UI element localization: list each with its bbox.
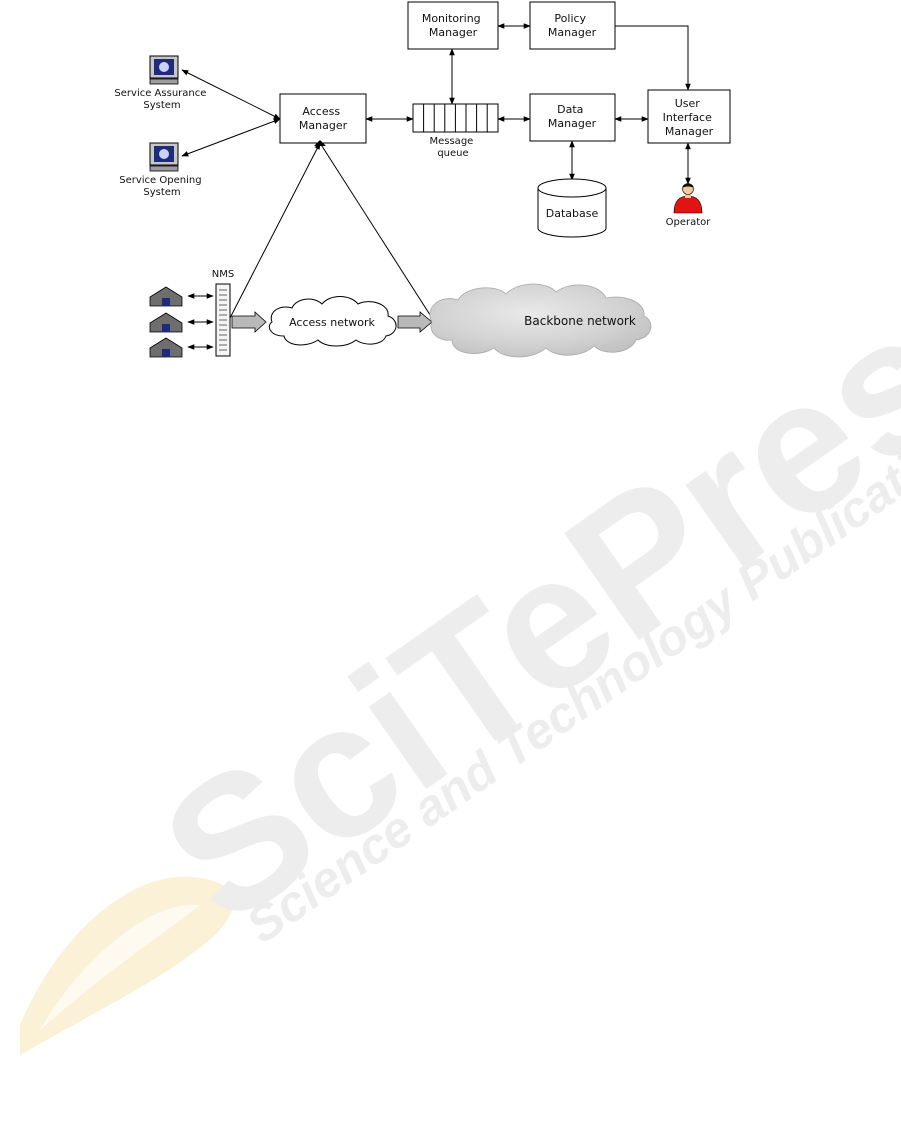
service-assurance-label-2: System [143, 100, 180, 111]
database-cylinder: Database [538, 179, 606, 237]
house-icon-2 [150, 313, 182, 332]
ui-manager-label-3: Manager [665, 125, 714, 138]
service-opening-label-2: System [143, 187, 180, 198]
computer-icon-service-opening [150, 143, 178, 171]
ui-manager-box: User Interface Manager [648, 90, 730, 143]
nms-rack-icon [216, 284, 230, 356]
monitoring-manager-label-2: Manager [429, 26, 478, 39]
access-network-cloud: Access network [269, 297, 396, 347]
policy-manager-label-1: Policy [554, 12, 586, 25]
arrow-access-to-backbone [398, 312, 432, 332]
access-manager-label-2: Manager [299, 119, 348, 132]
svg-text:Service Opening System: Service Opening System [119, 175, 205, 198]
nms-label: NMS [212, 269, 234, 280]
backbone-network-cloud: Backbone network [430, 284, 651, 357]
svg-text:Message queue: Message queue [429, 136, 476, 159]
computer-icon-service-assurance [150, 56, 178, 84]
svg-text:Policy Manager: Policy Manager [548, 12, 597, 39]
service-opening-label-1: Service Opening [119, 175, 201, 186]
database-label: Database [546, 207, 599, 220]
message-queue: Message queue [413, 104, 498, 159]
watermark-swoosh [20, 877, 233, 1055]
access-manager-label-1: Access [302, 105, 340, 118]
svg-text:Monitoring Manager: Monitoring Manager [422, 12, 484, 39]
data-manager-label-1: Data [557, 103, 583, 116]
monitoring-manager-box: Monitoring Manager [408, 2, 498, 49]
house-icon-1 [150, 287, 182, 306]
message-queue-label-1: Message [429, 136, 473, 147]
access-manager-box: Access Manager [280, 94, 366, 146]
edge-opening-access [182, 119, 280, 156]
backbone-network-label: Backbone network [524, 314, 636, 328]
ui-manager-label-2: Interface [663, 111, 712, 124]
policy-manager-label-2: Manager [548, 26, 597, 39]
policy-manager-box: Policy Manager [530, 2, 615, 49]
arrow-nms-to-access [232, 312, 266, 332]
edge-access-nms [230, 143, 320, 318]
access-network-label: Access network [289, 316, 375, 329]
svg-text:Service Assurance System: Service Assurance System [114, 88, 209, 111]
ui-manager-label-1: User [675, 97, 701, 110]
svg-text:Access Manager: Access Manager [299, 105, 348, 132]
service-assurance-label-1: Service Assurance [114, 88, 206, 99]
house-icon-3 [150, 338, 182, 357]
operator-label: Operator [666, 217, 712, 228]
data-manager-label-2: Manager [548, 117, 597, 130]
message-queue-label-2: queue [437, 148, 468, 159]
edge-policy-ui [615, 26, 688, 90]
operator-icon [674, 184, 702, 214]
edge-access-backbone [320, 143, 432, 318]
data-manager-box: Data Manager [530, 94, 615, 141]
monitoring-manager-label-1: Monitoring [422, 12, 481, 25]
